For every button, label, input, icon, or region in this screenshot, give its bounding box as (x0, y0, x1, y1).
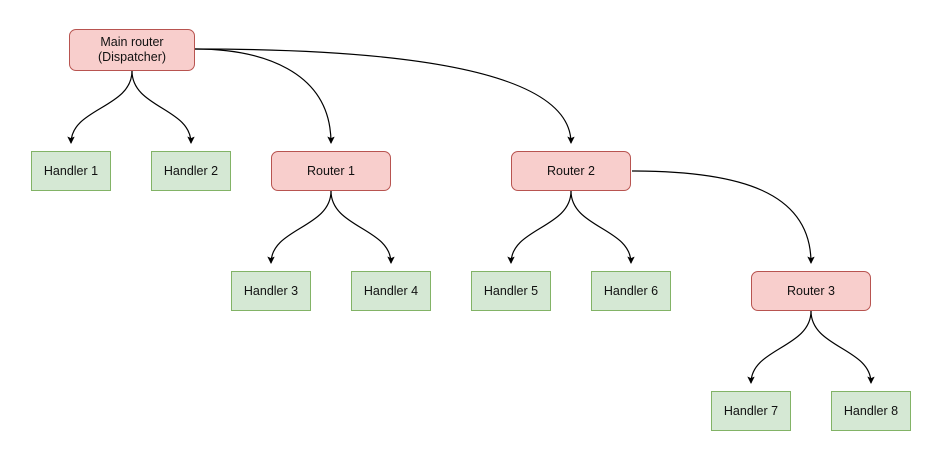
edge-router-1-to-handler-4 (330, 190, 395, 264)
node-label-handler-4: Handler 4 (363, 283, 419, 298)
node-router-3[interactable]: Router 3 (751, 271, 871, 311)
node-label-handler-5: Handler 5 (483, 283, 539, 298)
node-router-1[interactable]: Router 1 (271, 151, 391, 191)
node-handler-6[interactable]: Handler 6 (591, 271, 671, 311)
edge-router-2-to-handler-5 (507, 190, 572, 264)
node-handler-1[interactable]: Handler 1 (31, 151, 111, 191)
edge-main-router-to-router-1 (194, 48, 335, 144)
node-router-2[interactable]: Router 2 (511, 151, 631, 191)
node-label-main-router: Main router (Dispatcher) (97, 35, 167, 64)
edge-router-3-to-handler-8 (810, 310, 875, 384)
edge-router-3-to-handler-7 (747, 310, 812, 384)
edge-main-router-to-handler-2 (131, 70, 195, 144)
node-handler-3[interactable]: Handler 3 (231, 271, 311, 311)
node-label-router-3: Router 3 (787, 283, 835, 298)
node-label-handler-7: Handler 7 (723, 403, 779, 418)
node-label-handler-2: Handler 2 (163, 163, 219, 178)
node-handler-5[interactable]: Handler 5 (471, 271, 551, 311)
node-handler-2[interactable]: Handler 2 (151, 151, 231, 191)
node-handler-7[interactable]: Handler 7 (711, 391, 791, 431)
edge-main-router-to-handler-1 (67, 70, 133, 144)
node-handler-8[interactable]: Handler 8 (831, 391, 911, 431)
edge-router-2-to-handler-6 (570, 190, 635, 264)
node-label-handler-1: Handler 1 (43, 163, 99, 178)
edge-router-2-to-router-3 (631, 170, 815, 264)
edge-main-router-to-router-2 (194, 48, 575, 144)
node-handler-4[interactable]: Handler 4 (351, 271, 431, 311)
node-main-router[interactable]: Main router (Dispatcher) (69, 29, 195, 71)
node-label-handler-3: Handler 3 (243, 283, 299, 298)
node-label-router-1: Router 1 (307, 163, 355, 178)
edge-router-1-to-handler-3 (267, 190, 332, 264)
node-label-handler-6: Handler 6 (603, 283, 659, 298)
edge-group (67, 48, 875, 384)
node-label-router-2: Router 2 (547, 163, 595, 178)
node-label-handler-8: Handler 8 (843, 403, 899, 418)
